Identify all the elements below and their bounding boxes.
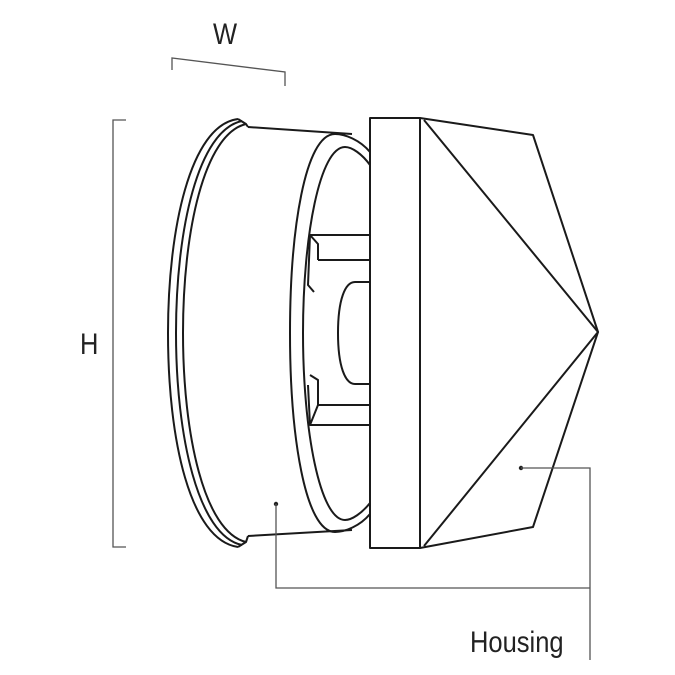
cylinder-body <box>247 126 371 537</box>
back-flange <box>167 118 249 548</box>
front-plate <box>369 117 421 549</box>
width-dimension-line <box>171 57 286 86</box>
height-label: H <box>80 328 99 361</box>
housing-label: Housing <box>470 626 564 659</box>
width-label: W <box>213 18 238 51</box>
housing-leader-lines <box>273 465 591 660</box>
height-dimension-bracket <box>112 119 126 548</box>
pyramid-cover <box>419 117 599 549</box>
connector-blocks <box>307 234 370 426</box>
